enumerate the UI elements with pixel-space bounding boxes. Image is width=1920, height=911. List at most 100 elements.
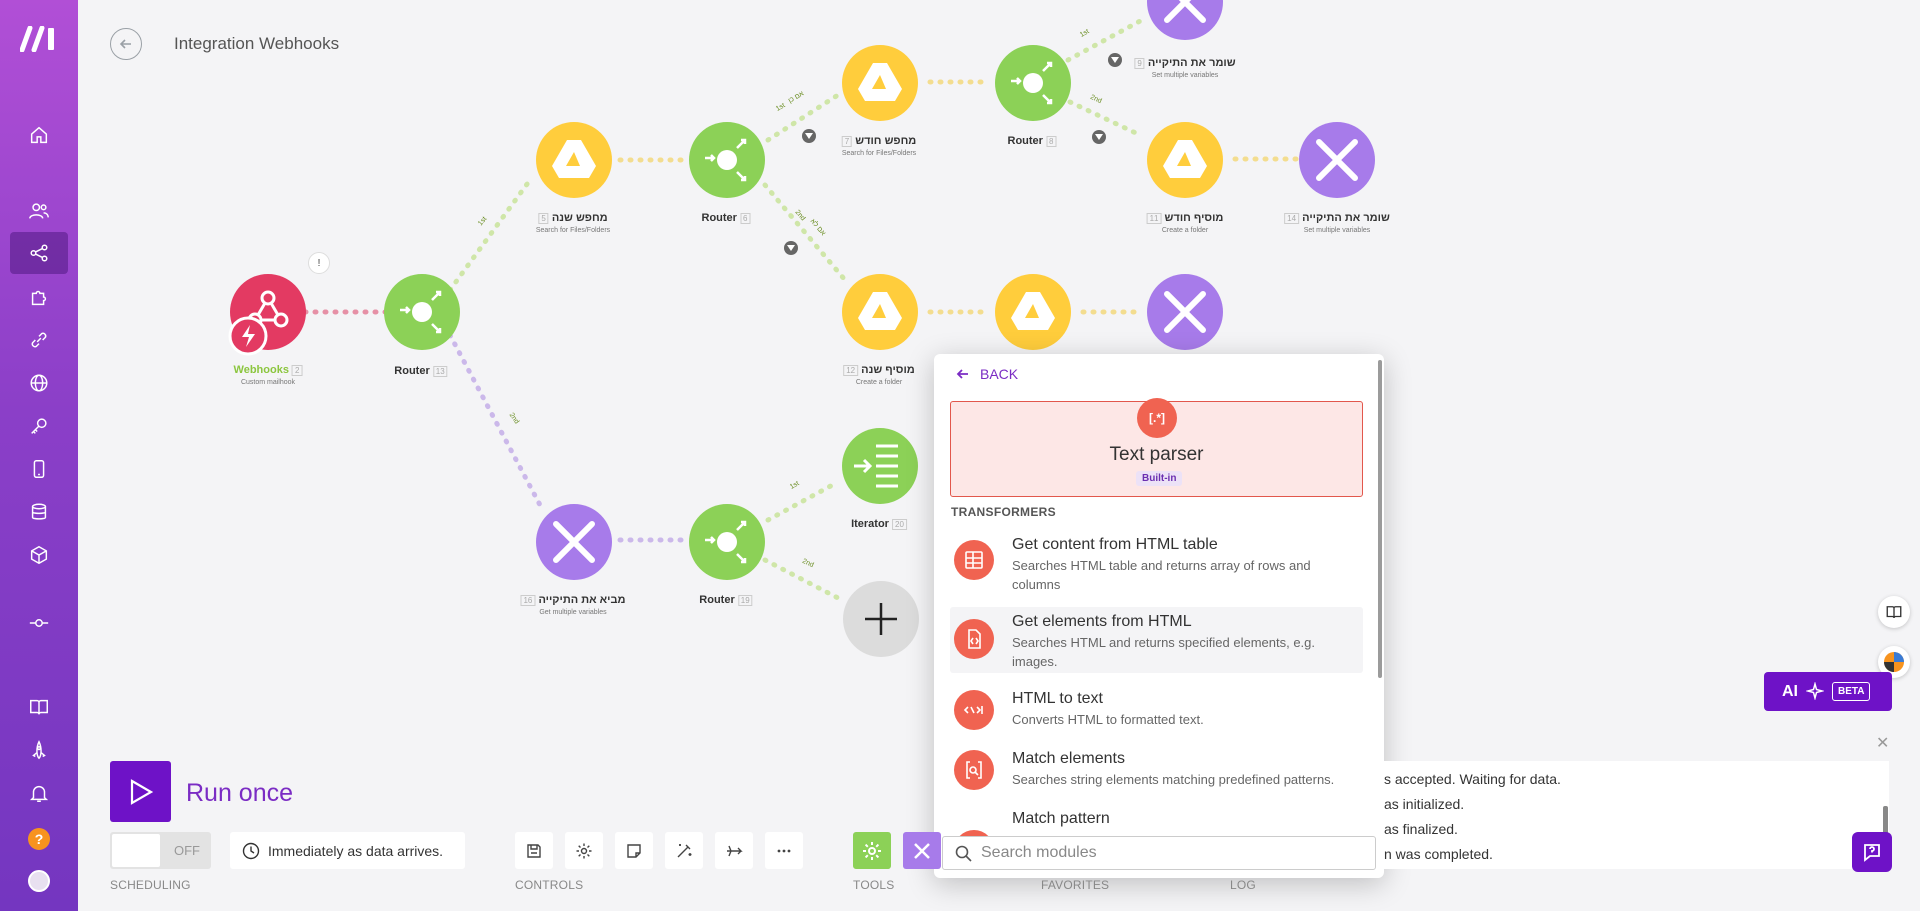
toggle-state-label: OFF <box>174 843 200 858</box>
theme-button[interactable] <box>1878 646 1910 678</box>
tools-module-node[interactable] <box>1145 0 1229 46</box>
panel-back-button[interactable]: BACK <box>956 366 1018 382</box>
nav-flow[interactable] <box>10 602 68 644</box>
warning-badge[interactable]: ! <box>308 252 330 274</box>
module-description: Searches HTML table and returns array of… <box>1012 558 1311 592</box>
scheduling-label: SCHEDULING <box>110 878 191 892</box>
node-id: 7 <box>841 136 853 147</box>
nav-datastores[interactable] <box>10 491 68 533</box>
add-module-button[interactable] <box>840 578 926 664</box>
nav-devices[interactable] <box>10 448 68 490</box>
module-item-html-elements[interactable]: Get elements from HTML Searches HTML and… <box>950 607 1363 673</box>
google-drive-module-node[interactable] <box>1145 120 1229 204</box>
router-module-node[interactable] <box>993 43 1077 127</box>
filter-icon[interactable] <box>1107 52 1123 68</box>
clock-icon <box>242 842 260 860</box>
play-icon <box>130 778 153 805</box>
save-button[interactable] <box>515 832 553 869</box>
ai-label: AI <box>1782 683 1798 700</box>
nav-scenarios[interactable] <box>10 232 68 274</box>
node-label-text: שומר את התיקייה <box>1147 57 1236 69</box>
tools-icon <box>914 842 930 859</box>
log-line: as initialized. <box>1384 796 1465 812</box>
ai-assistant-button[interactable]: AI BETA <box>1764 672 1892 711</box>
search-modules-input[interactable] <box>981 841 1361 865</box>
log-line: s accepted. Waiting for data. <box>1384 771 1561 787</box>
nav-profile[interactable] <box>10 860 68 902</box>
nav-datastructures[interactable] <box>10 534 68 576</box>
schedule-setting-button[interactable]: Immediately as data arrives. <box>230 832 465 869</box>
node-label-text: מחפש חודש <box>855 135 917 147</box>
module-picker-panel: BACK [.*] Text parser Built-in TRANSFORM… <box>934 354 1384 878</box>
google-drive-module-node[interactable] <box>840 43 924 127</box>
node-label: שומר את התיקייה 14 <box>1284 212 1390 224</box>
home-icon <box>30 126 48 144</box>
explain-flow-button[interactable] <box>715 832 753 869</box>
page-title[interactable]: Integration Webhooks <box>174 34 340 53</box>
module-name: HTML to text <box>1012 690 1103 707</box>
nav-help[interactable]: ? <box>10 818 68 860</box>
scenario-canvas[interactable]: ! Webhooks 2 Custom mailhook Router 13 מ… <box>78 0 1920 911</box>
tools-label: TOOLS <box>853 878 895 892</box>
nav-team[interactable] <box>10 190 68 232</box>
more-options-button[interactable] <box>765 832 803 869</box>
connections-layer <box>302 17 1299 601</box>
beta-badge: BETA <box>1832 682 1871 701</box>
module-description: Converts HTML to formatted text. <box>1012 712 1204 727</box>
tools-module-node[interactable] <box>1297 120 1381 204</box>
support-chat-button[interactable] <box>1852 832 1892 872</box>
connection-line <box>762 182 848 283</box>
module-item-html-to-text[interactable]: HTML to text Converts HTML to formatted … <box>950 686 1363 736</box>
nav-notifications[interactable] <box>10 772 68 814</box>
back-button[interactable] <box>110 28 142 60</box>
node-label: Router 13 <box>394 365 448 377</box>
module-search <box>942 836 1376 870</box>
module-item-match-elements[interactable]: Match elements Searches string elements … <box>950 746 1363 796</box>
panel-scrollbar[interactable] <box>1378 360 1382 678</box>
scheduling-toggle[interactable]: OFF <box>110 832 211 869</box>
google-drive-module-node[interactable] <box>993 272 1077 356</box>
node-label: Router 6 <box>702 212 751 224</box>
close-log-icon[interactable]: ✕ <box>1876 735 1890 752</box>
node-subtitle: Search for Files/Folders <box>535 227 611 234</box>
connection-line <box>447 177 533 293</box>
nav-home[interactable] <box>10 114 68 156</box>
link-icon <box>31 332 47 348</box>
router-module-node[interactable] <box>687 120 771 204</box>
router-module-node[interactable] <box>382 272 466 356</box>
router-module-node[interactable] <box>687 502 771 586</box>
tools-wrench-button[interactable] <box>903 832 941 869</box>
connection-line <box>1065 17 1145 63</box>
notes-button[interactable] <box>615 832 653 869</box>
run-once-label[interactable]: Run once <box>186 779 294 807</box>
filter-icon[interactable] <box>1091 129 1107 145</box>
database-icon <box>31 503 47 520</box>
nav-connections[interactable] <box>10 319 68 361</box>
nav-webhooks[interactable] <box>10 362 68 404</box>
filter-icon[interactable] <box>783 240 799 256</box>
scenario-settings-button[interactable] <box>565 832 603 869</box>
node-label: מחפש חודש 7 <box>841 135 917 147</box>
module-item-html-table[interactable]: Get content from HTML table Searches HTM… <box>950 530 1363 598</box>
tools-module-node[interactable] <box>534 502 618 586</box>
nav-docs[interactable] <box>10 686 68 728</box>
globe-icon <box>30 374 48 392</box>
google-drive-module-node[interactable] <box>840 272 924 356</box>
google-drive-module-node[interactable] <box>534 120 618 204</box>
nav-keys[interactable] <box>10 405 68 447</box>
make-logo-icon[interactable] <box>20 26 58 52</box>
tools-gear-button[interactable] <box>853 832 891 869</box>
node-label-text: Router <box>701 212 737 224</box>
text-parser-app[interactable]: [.*] Text parser Built-in <box>950 398 1363 497</box>
webhooks-module-node[interactable] <box>228 270 328 370</box>
node-label-text: Iterator <box>851 518 889 530</box>
iterator-module-node[interactable] <box>840 426 924 510</box>
tools-module-node[interactable] <box>1145 272 1229 356</box>
nav-whats-new[interactable] <box>10 729 68 771</box>
auto-align-button[interactable] <box>665 832 703 869</box>
docs-button[interactable] <box>1878 596 1910 628</box>
connection-line <box>1067 99 1143 138</box>
run-once-button[interactable] <box>110 761 171 822</box>
filter-icon[interactable] <box>801 128 817 144</box>
nav-apps[interactable] <box>10 276 68 318</box>
